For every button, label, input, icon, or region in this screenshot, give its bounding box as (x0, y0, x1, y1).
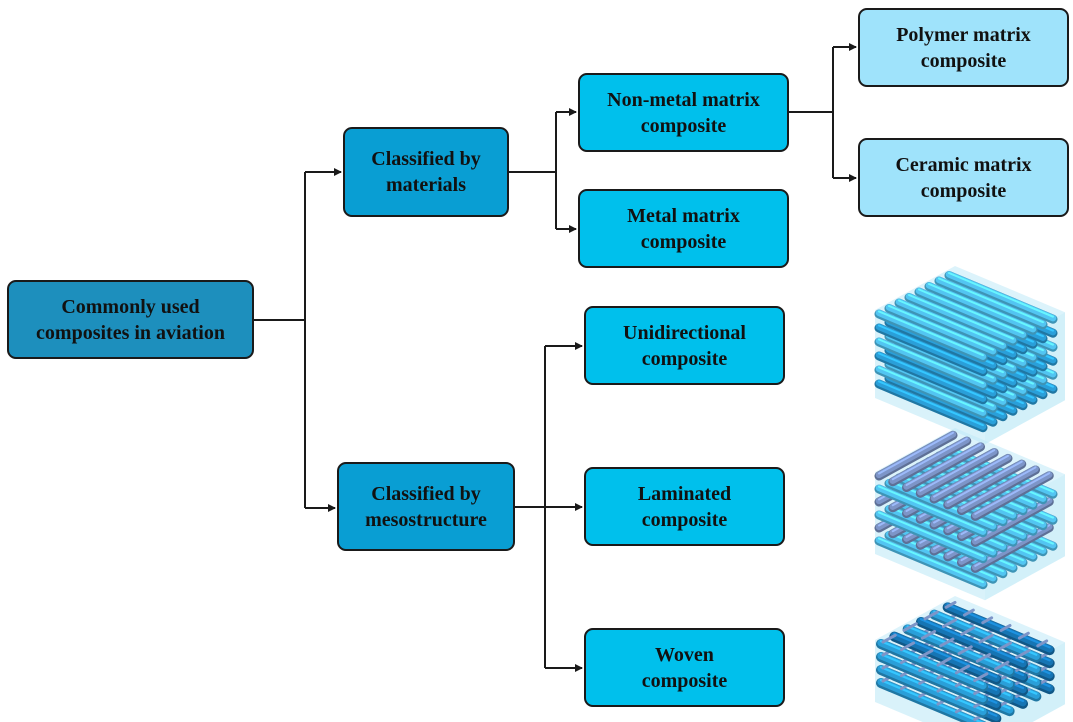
laminated-fiber-block (874, 428, 1065, 601)
unidirectional-fiber-block (874, 266, 1065, 445)
woven-fiber-block (875, 596, 1065, 722)
